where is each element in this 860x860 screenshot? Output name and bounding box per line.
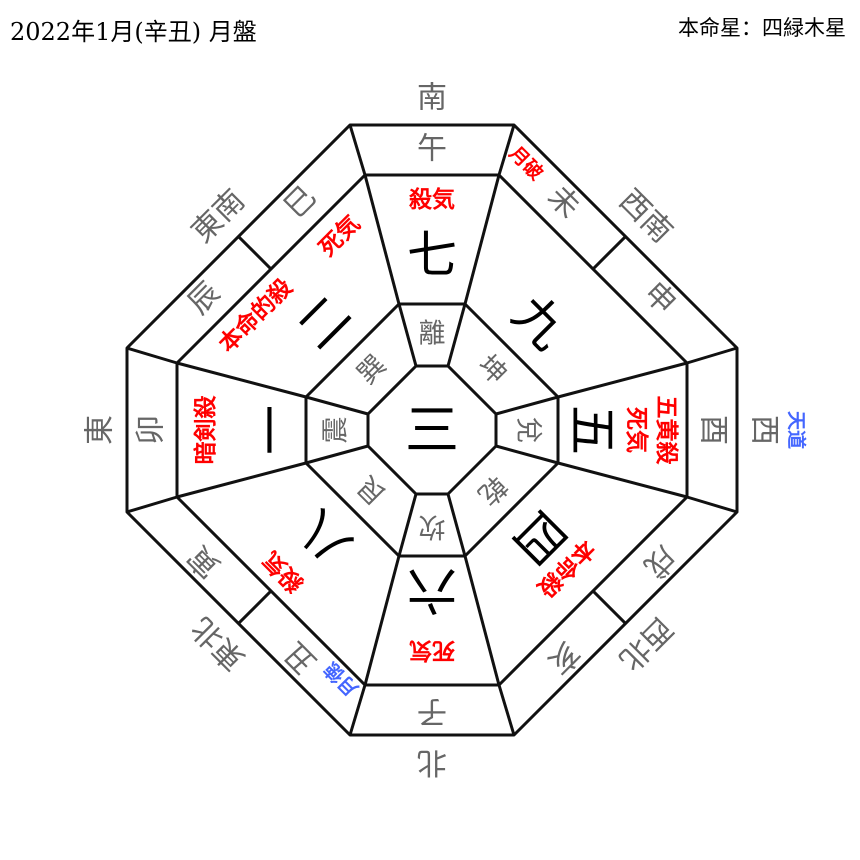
- warning-label: 五黄殺: [653, 396, 680, 466]
- star-number: 二: [286, 284, 362, 360]
- warning-label: 死気: [409, 637, 455, 664]
- zodiac-divider: [592, 235, 627, 270]
- trigram-label: 震: [321, 417, 352, 444]
- zodiac-label: 子: [417, 694, 447, 729]
- sector-divider: [126, 495, 178, 514]
- direction-label: 東: [83, 415, 118, 445]
- center-star: 三: [405, 399, 459, 462]
- sector-divider: [397, 493, 418, 557]
- sector-divider: [348, 124, 367, 176]
- zodiac-divider: [237, 235, 272, 270]
- sector-divider: [463, 555, 501, 686]
- star-number: 六: [407, 561, 457, 619]
- sector-divider: [305, 395, 369, 416]
- star-number: 八: [286, 499, 362, 575]
- sector-divider: [348, 684, 367, 736]
- sector-divider: [495, 444, 559, 465]
- sector-divider: [497, 684, 516, 736]
- sector-divider: [686, 495, 738, 514]
- zodiac-label: 酉: [696, 415, 731, 445]
- sector-divider: [463, 174, 501, 305]
- sector-divider: [446, 303, 467, 367]
- zodiac-divider: [237, 590, 272, 625]
- zodiac-label: 亥: [541, 635, 587, 681]
- trigram-label: 兌: [513, 417, 544, 444]
- zodiac-label: 丑: [277, 635, 323, 681]
- honmeisei-label: 本命星：四緑木星: [678, 16, 846, 40]
- zodiac-label: 申: [637, 275, 683, 321]
- sector-divider: [557, 361, 688, 399]
- trigram-label: 離: [419, 319, 446, 350]
- direction-label: 南: [417, 81, 447, 116]
- direction-label: 西: [747, 415, 782, 445]
- zodiac-label: 未: [541, 179, 587, 225]
- board-title: 2022年1月(辛丑) 月盤: [10, 18, 257, 46]
- zodiac-label: 辰: [181, 275, 227, 321]
- star-number: 五: [563, 405, 621, 455]
- sector-divider: [397, 303, 418, 367]
- zodiac-label: 巳: [277, 179, 323, 225]
- sector-divider: [446, 493, 467, 557]
- sector-divider: [495, 395, 559, 416]
- zodiac-label: 戌: [637, 539, 683, 585]
- warning-label: 死気: [623, 407, 650, 453]
- trigram-label: 巽: [351, 349, 392, 390]
- zodiac-label: 卯: [134, 415, 169, 445]
- zodiac-label: 寅: [181, 539, 227, 585]
- warning-label: 暗剣殺: [192, 395, 219, 465]
- warning-label: 殺気: [409, 186, 455, 213]
- trigram-label: 坎: [419, 511, 446, 542]
- star-number: 七: [407, 226, 457, 284]
- sector-divider: [557, 461, 688, 499]
- lucky-direction-label: 月徳: [320, 658, 364, 702]
- lucky-direction-label: 天道: [785, 411, 808, 449]
- trigram-label: 乾: [472, 470, 513, 511]
- direction-label: 北: [417, 745, 447, 780]
- sector-divider: [497, 124, 516, 176]
- sector-divider: [363, 555, 401, 686]
- sector-divider: [686, 346, 738, 365]
- trigram-label: 坤: [472, 349, 513, 390]
- zodiac-divider: [592, 590, 627, 625]
- sector-divider: [363, 174, 401, 305]
- sector-divider: [176, 461, 307, 499]
- star-number: 一: [243, 405, 301, 455]
- warning-label: 月破: [504, 141, 547, 184]
- star-number: 九: [501, 284, 577, 360]
- zodiac-label: 午: [417, 132, 447, 167]
- sector-divider: [126, 346, 178, 365]
- trigram-label: 艮: [351, 470, 392, 511]
- sector-divider: [176, 361, 307, 399]
- sector-divider: [305, 444, 369, 465]
